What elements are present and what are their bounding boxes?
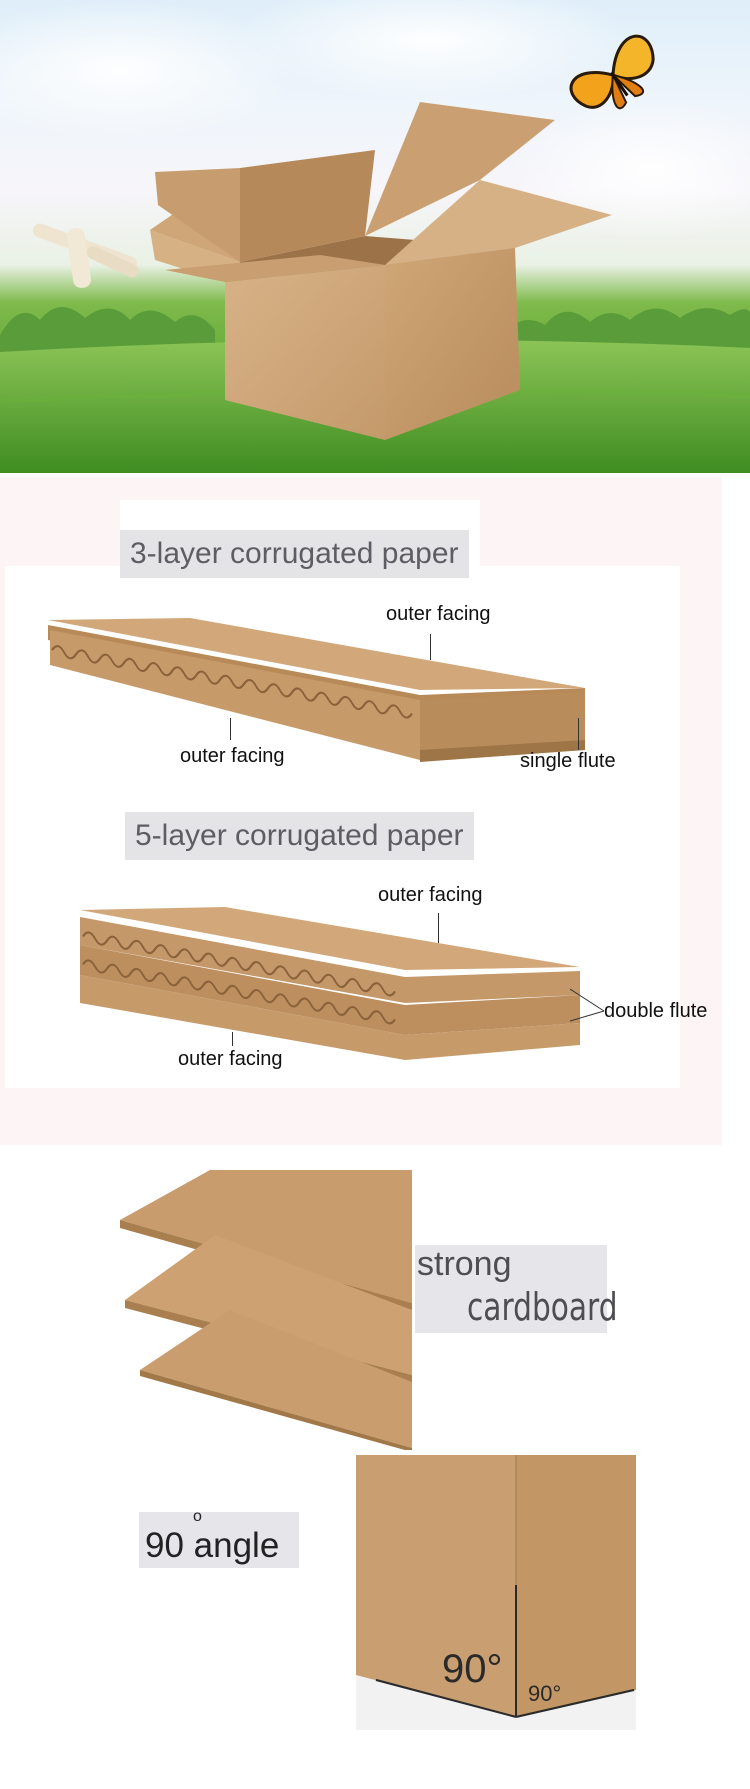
box-corner-photo: 90° 90° [356,1455,636,1730]
corner-ninety-small: 90° [528,1681,562,1706]
callout-line [232,1032,233,1046]
cardboard-box-icon [150,102,612,440]
five-layer-bottom-facing-label: outer facing [178,1048,283,1070]
three-layer-title: 3-layer corrugated paper [120,530,469,578]
corner-ninety-large: 90° [442,1647,503,1691]
callout-line [438,913,439,943]
three-layer-top-facing-label: outer facing [386,603,491,625]
callout-line [430,634,431,660]
hero-illustration [0,0,750,473]
strong-cardboard-tag: strong cardboard [415,1245,618,1333]
three-layer-bottom-facing-label: outer facing [180,745,285,767]
ninety-angle-text: 90 angle [145,1526,280,1565]
ninety-angle-tag: o 90 angle [139,1508,299,1568]
stacked-cardboard-sheets [120,1170,412,1450]
butterfly-icon [569,34,655,110]
corner-edge-lines [356,1455,636,1730]
double-flute-label: double flute [604,1000,708,1022]
strong-text: strong [417,1245,512,1283]
five-layer-board-illustration [80,907,580,1060]
five-layer-title: 5-layer corrugated paper [125,812,474,860]
three-layer-board-illustration [48,618,585,762]
cardboard-text: cardboard [467,1285,618,1329]
five-layer-top-facing-label: outer facing [378,884,483,906]
callout-lines [570,988,605,1022]
callout-line [230,718,231,740]
box-corner-side [516,1455,636,1730]
single-flute-label: single flute [520,750,616,772]
hero-banner [0,0,750,473]
degree-symbol: o [193,1508,202,1525]
callout-line [578,718,579,750]
paper-roll-icon [32,223,139,288]
